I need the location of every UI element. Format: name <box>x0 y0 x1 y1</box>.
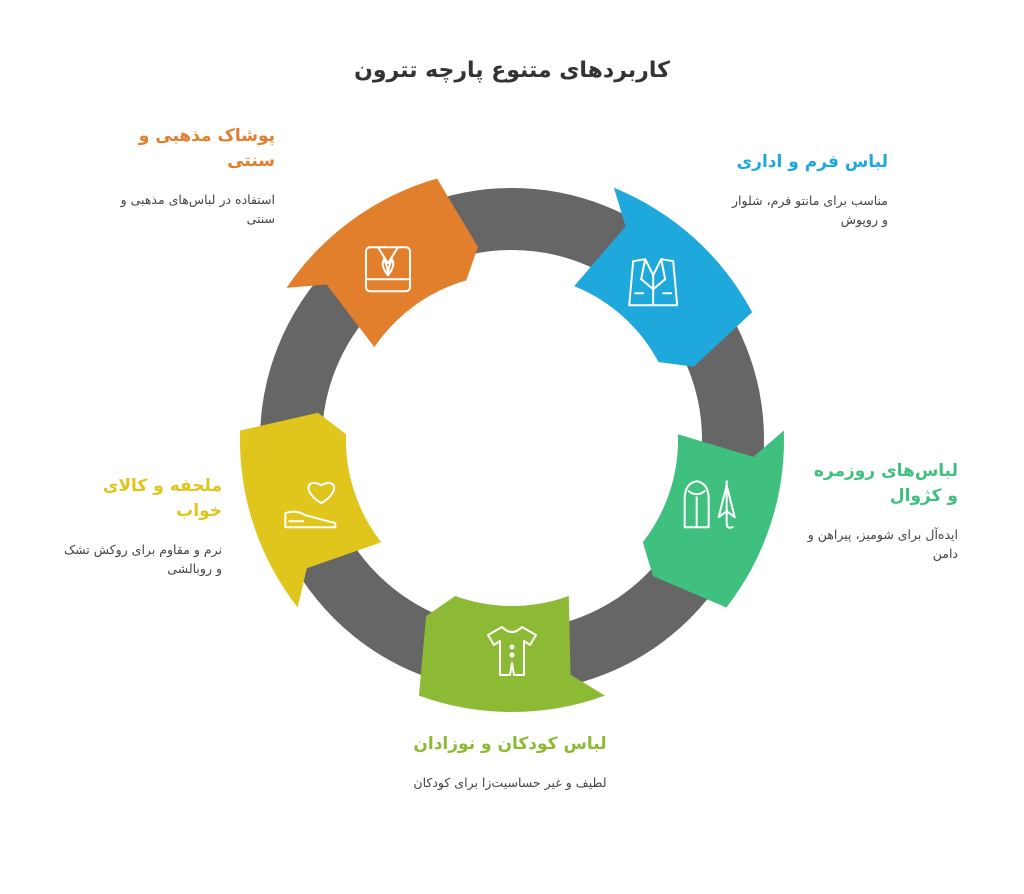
description-religious: استفاده در لباس‌های مذهبی و سنتی <box>120 192 275 226</box>
segment-daily <box>642 430 784 608</box>
label-bedding: ملحفه و کالای خواب نرم و مقاوم برای روکش… <box>62 474 222 578</box>
label-religious: پوشاک مذهبی و سنتی استفاده در لباس‌های م… <box>110 124 275 228</box>
heading-religious: پوشاک مذهبی و سنتی <box>138 126 275 171</box>
description-kids: لطیف و غیر حساسیت‌زا برای کودکان <box>413 775 607 790</box>
suit-jacket-icon <box>628 258 679 307</box>
heart-pillow-icon <box>284 481 337 529</box>
description-formal: مناسب برای مانتو فرم، شلوار و روپوش <box>732 193 888 227</box>
segment-layer <box>239 178 784 712</box>
description-daily: ایده‌آل برای شومیز، پیراهن و دامن <box>807 527 958 561</box>
label-kids: لباس کودکان و نوزادان لطیف و غیر حساسیت‌… <box>410 732 610 792</box>
heading-kids: لباس کودکان و نوزادان <box>413 734 607 754</box>
page-title: کاربردهای متنوع پارچه تترون <box>354 58 670 83</box>
label-daily: لباس‌های روزمره و کژوال ایده‌آل برای شوم… <box>798 459 958 563</box>
heading-daily: لباس‌های روزمره و کژوال <box>813 461 958 506</box>
heading-bedding: ملحفه و کالای خواب <box>102 476 222 521</box>
segment-bedding <box>239 412 382 608</box>
traditional-garment-icon <box>364 246 411 293</box>
description-bedding: نرم و مقاوم برای روکش تشک و روبالشی <box>63 542 222 576</box>
heading-formal: لباس فرم و اداری <box>736 152 888 172</box>
raincoat-umbrella-icon <box>683 480 736 529</box>
label-formal: لباس فرم و اداری مناسب برای مانتو فرم، ش… <box>728 150 888 229</box>
segment-formal <box>574 187 753 367</box>
baby-onesie-icon <box>487 626 537 676</box>
